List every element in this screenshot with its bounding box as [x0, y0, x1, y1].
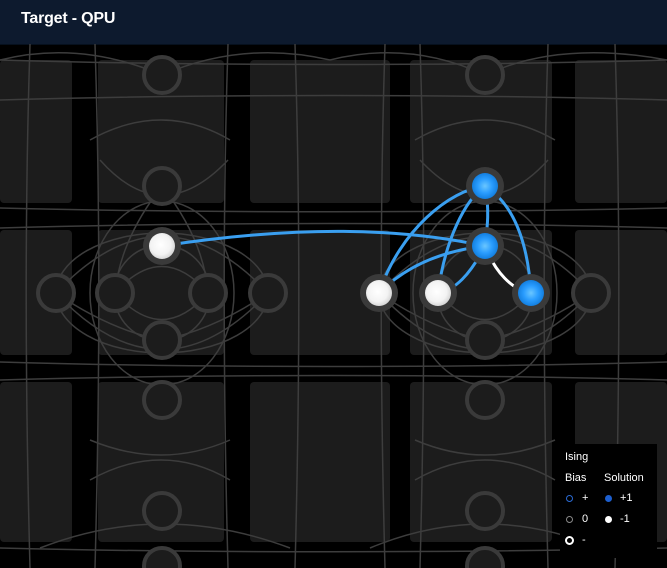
cell-tile — [98, 230, 224, 355]
qubit — [465, 55, 505, 95]
legend-solution-heading: Solution — [604, 472, 644, 484]
cell-tile — [250, 60, 390, 203]
qubit-R2[interactable] — [466, 227, 504, 265]
qubit-R3[interactable] — [360, 274, 398, 312]
header-bar: Target - QPU — [0, 0, 667, 44]
cell-tile — [0, 60, 72, 203]
legend-bias-zero: 0 — [582, 513, 589, 525]
qubit — [142, 55, 182, 95]
qubit — [248, 273, 288, 313]
legend-bias-minus: - — [582, 534, 586, 546]
cell-tile — [575, 60, 667, 203]
cell-tile — [250, 382, 390, 542]
qubit — [142, 491, 182, 531]
page-title: Target - QPU — [21, 10, 116, 27]
legend-solution-minus: -1 — [620, 513, 630, 525]
qubit-L1[interactable] — [143, 227, 181, 265]
qubit-R1[interactable] — [466, 167, 504, 205]
active-qubits[interactable] — [143, 167, 550, 312]
bias-minus-icon — [565, 536, 574, 545]
qubit — [465, 380, 505, 420]
cell-tile — [250, 230, 390, 355]
qubit — [36, 273, 76, 313]
cell-tile — [575, 230, 667, 355]
cell-tile — [98, 382, 224, 542]
qubit — [142, 166, 182, 206]
bias-zero-icon — [566, 516, 573, 523]
qubit-R5[interactable] — [512, 274, 550, 312]
qubit — [188, 273, 228, 313]
legend-solution-plus: +1 — [620, 492, 633, 504]
ising-legend: Ising Bias Solution + +1 0 -1 - — [560, 444, 657, 558]
qubit — [95, 273, 135, 313]
qubit — [142, 320, 182, 360]
inactive-qubits — [36, 55, 611, 568]
solution-minus-icon — [605, 516, 612, 523]
qubit — [142, 546, 182, 568]
legend-bias-heading: Bias — [565, 472, 587, 484]
qubit — [142, 380, 182, 420]
qubit — [465, 491, 505, 531]
cell-tile — [0, 382, 72, 542]
bias-plus-icon — [566, 495, 573, 502]
solution-plus-icon — [605, 495, 612, 502]
qubit — [465, 320, 505, 360]
legend-title: Ising — [565, 451, 589, 463]
qubit-R4[interactable] — [419, 274, 457, 312]
cell-tile — [410, 382, 552, 542]
cell-tile — [0, 230, 72, 355]
legend-bias-plus: + — [582, 492, 589, 504]
qubit — [571, 273, 611, 313]
qubit — [465, 546, 505, 568]
